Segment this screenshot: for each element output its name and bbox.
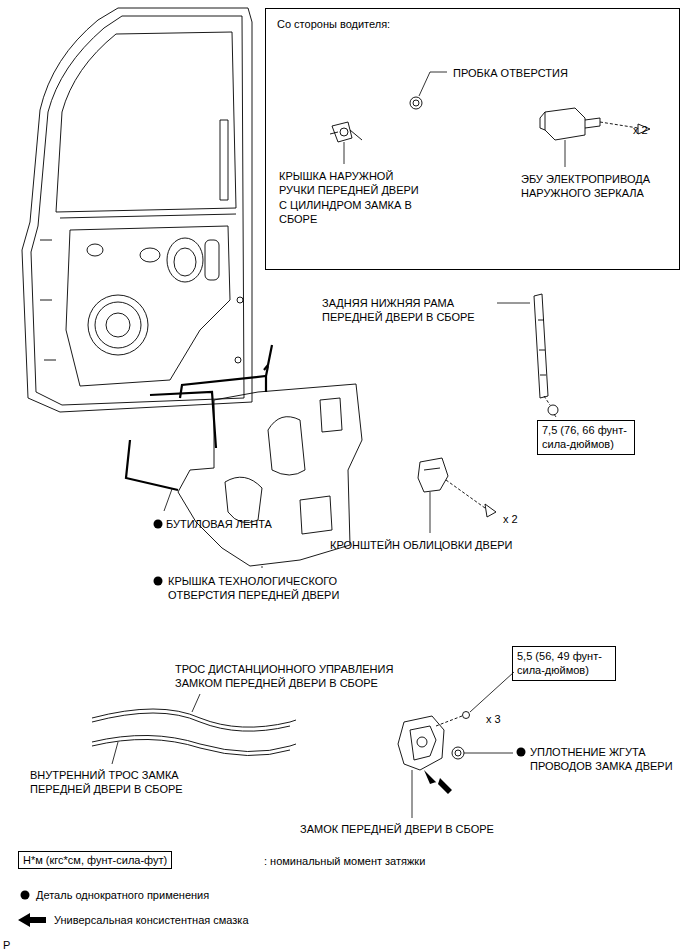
legend-text: Универсальная консистентная смазка (54, 913, 249, 927)
part-name: x 2 (633, 123, 673, 137)
quantity-label: x 2 (503, 512, 518, 526)
torque-value: Н*м (кгс*см, фунт-сила-фут) (23, 853, 167, 867)
torque-value: 7,5 (76, 66 фунт-сила-дюймов) (542, 423, 630, 452)
grease-arrow (424, 770, 452, 794)
part-name: ЭБУ ЭЛЕКТРОПРИВОДА НАРУЖНОГО ЗЕРКАЛА (521, 172, 681, 201)
service-hole-cover (126, 345, 362, 566)
torque-box: 5,5 (56, 49 фунт-сила-дюймов) (512, 646, 616, 681)
part-name: ТРОС ДИСТАНЦИОННОГО УПРАВЛЕНИЯ ЗАМКОМ ПЕ… (175, 662, 417, 691)
part-name: ЗАДНЯЯ НИЖНЯЯ РАМА ПЕРЕДНЕЙ ДВЕРИ В СБОР… (322, 296, 494, 325)
torque-box: Н*м (кгс*см, фунт-сила-фут) (18, 851, 172, 869)
driver-side-panel: Со стороны водителя: ПРОБКА ОТВЕРСТИЯ КРЫШ… (265, 8, 680, 270)
legend-text: Деталь однократного применения (36, 888, 209, 902)
torque-value: 5,5 (56, 49 фунт-сила-дюймов) (517, 649, 611, 678)
part-name: БУТИЛОВАЯ ЛЕНТА (166, 517, 272, 531)
door-panel (22, 8, 252, 412)
part-name: КРЫШКА НАРУЖНОЙ РУЧКИ ПЕРЕДНЕЙ ДВЕРИ С Ц… (279, 169, 429, 226)
torque-box: 7,5 (76, 66 фунт-сила-дюймов) (537, 420, 635, 455)
single-use-dots (21, 520, 526, 900)
part-name: КРОНШТЕЙН ОБЛИЦОВКИ ДВЕРИ (330, 538, 512, 552)
part-name: УПЛОТНЕНИЕ ЖГУТА ПРОВОДОВ ЗАМКА ДВЕРИ (530, 745, 682, 774)
part-name: ЗАМОК ПЕРЕДНЕЙ ДВЕРИ В СБОРЕ (300, 822, 494, 836)
panel-heading: Со стороны водителя: (277, 17, 497, 31)
quantity-label: x 3 (486, 712, 501, 726)
door-frame-and-bracket (418, 294, 558, 517)
legend-text: : номинальный момент затяжки (264, 854, 425, 868)
legend-grease-arrow (18, 913, 46, 927)
part-name: P (3, 938, 10, 952)
part-name: КРЫШКА ТЕХНОЛОГИЧЕСКОГО ОТВЕРСТИЯ ПЕРЕДН… (168, 574, 400, 603)
part-name: ПРОБКА ОТВЕРСТИЯ (453, 66, 593, 80)
lock-cables (92, 709, 296, 756)
door-lock (398, 712, 470, 771)
leader-lines (112, 72, 565, 818)
driver-side-parts (330, 97, 650, 142)
part-name: ВНУТРЕННИЙ ТРОС ЗАМКА ПЕРЕДНЕЙ ДВЕРИ В С… (30, 768, 222, 797)
